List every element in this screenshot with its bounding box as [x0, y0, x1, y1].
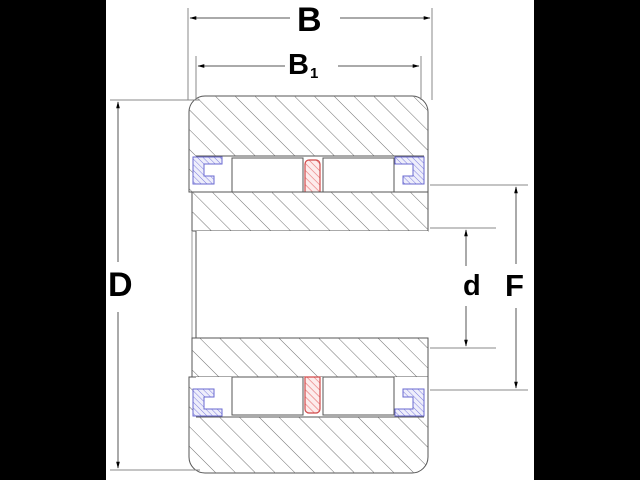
cage-separator-top [304, 159, 321, 197]
roller-top-left [231, 157, 304, 197]
dimension-D [110, 99, 200, 471]
dimension-label-B1-subscript: 1 [309, 65, 319, 82]
dimension-F [430, 184, 528, 391]
cage-separator-bottom [304, 376, 321, 414]
inner-ring-bottom-hatch [192, 338, 428, 377]
dimension-label-B1-base: B [288, 49, 309, 81]
dimension-label-F: F [505, 268, 524, 303]
inner-ring-top-hatch [192, 192, 428, 231]
inner-ring-bottom [191, 337, 429, 378]
inner-ring-top [191, 191, 429, 232]
roller-bottom-left [231, 376, 304, 416]
roller-top-right [322, 157, 395, 197]
bore-region [191, 231, 428, 338]
seal-top-left [192, 156, 223, 185]
dimension-label-d: d [463, 270, 481, 302]
dimension-B [187, 8, 433, 100]
dimension-label-B1: B1 [288, 49, 319, 82]
dimension-d [430, 227, 496, 349]
roller-bottom-right [322, 376, 395, 416]
dimension-label-D: D [108, 266, 133, 304]
dimension-label-B: B [297, 1, 322, 39]
seal-top-right [394, 156, 425, 185]
dimension-B1 [195, 56, 422, 100]
seal-bottom-left [192, 388, 223, 417]
seal-bottom-right [394, 388, 425, 417]
